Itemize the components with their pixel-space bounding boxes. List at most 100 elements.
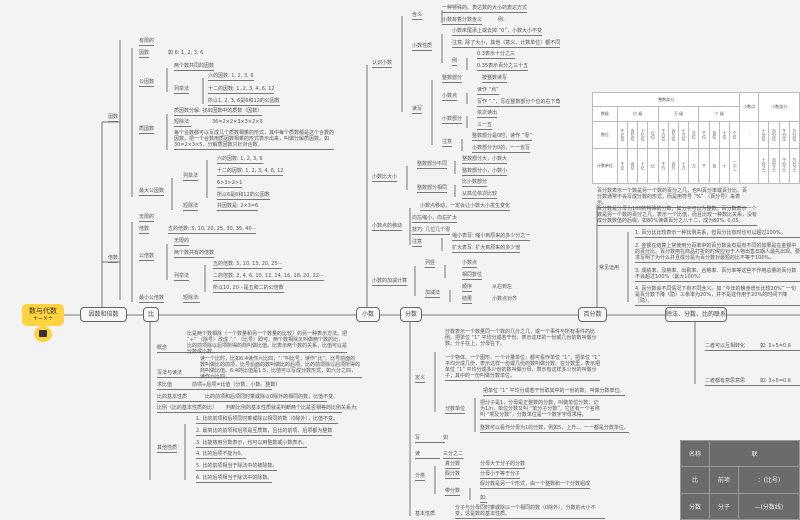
place-cell: 百分之一 (768, 147, 780, 185)
improper-def: 分母小于等于分子 (480, 471, 521, 479)
fraction-intro: 分数表示一个数量同一个数的几分之几，或一个事件与所有事件的比例。把单位 “1” … (445, 329, 597, 347)
ratio-concept-label: 概念 (157, 345, 347, 353)
fraction-unit-label: 分数单位 (445, 406, 466, 414)
place-cell: 十位 (718, 120, 731, 149)
place-cell: 一(个) (729, 147, 741, 185)
class-cell: 个 级 (698, 106, 741, 122)
node-fraction[interactable]: 分数 (400, 307, 422, 322)
place-cell: 千万位 (657, 120, 669, 149)
cell: 比 (680, 466, 710, 494)
note-label: 注意 (442, 139, 453, 147)
place-cell: 千 (698, 147, 710, 185)
node-relation[interactable]: 除法、分数、比的联系 (665, 307, 727, 322)
ratio-other-item: 4. 比的后项不能为0。 (196, 451, 246, 459)
prime-factor-label: 质因数 (139, 126, 155, 134)
ratio-property-label: 比的基本性质 (157, 394, 327, 402)
place-cell: 万分位 (788, 120, 800, 149)
decimal-nature-label: 小数性质 (412, 43, 433, 51)
prime-text: 每个合数都可以写成几个质数相乘的形式，其中每个质数都是这个合数的因数。把一个合数… (174, 130, 335, 150)
cell: ：(比号) (737, 466, 800, 494)
place-cell: 万位 (688, 120, 700, 149)
int-part-header: 整数部分 (591, 91, 741, 108)
percent-usage-item: 1. 百分比比较表示一种比例关系，但百分比有时也可以超过100%。 (635, 230, 800, 238)
cell: 分数 (680, 492, 710, 520)
prime-split: 质因数分解: 找出因数中的质数（因数） (174, 108, 263, 116)
fraction-def-label: 定义 (415, 375, 426, 383)
common-factor-label: 公因数 (139, 79, 155, 87)
calc-result-value: 小数点对齐 (492, 296, 518, 302)
factors-label: 因数 (108, 114, 119, 122)
fraction-basic-label: 基本性质 (415, 511, 436, 517)
place-cell: 十亿位 (637, 120, 649, 149)
class-cell: 数级 (592, 106, 618, 122)
relation-header: 联 (708, 439, 800, 468)
cmp-d1: 整数部分大，小数大 (462, 156, 508, 164)
node-factors-multiples[interactable]: 因数和倍数 (80, 307, 127, 322)
decimal-eg-1: 0.3表示十分之三 (477, 51, 515, 59)
fraction-write-eg: 如 (443, 435, 449, 441)
move-5: 扩大表写: 扩大到原来的多少倍 (452, 245, 521, 253)
ratio-other-item: 6. 比的后项相当于除法中的除数。 (196, 475, 273, 483)
ratio-value-label: 求比值 (157, 382, 272, 390)
place-cell: 十亿 (637, 147, 649, 185)
relation-table: 名称联 比前项：(比号) 分数分子—(分数线) (680, 439, 800, 520)
note-1: 整数部分是0时，读作 “零” (472, 133, 532, 141)
infinite-label: 无限的 (139, 214, 155, 222)
place-cell: 百万位 (667, 120, 680, 149)
class-cell: 万 级 (657, 106, 700, 122)
lcm-label: 最小公倍数 (139, 295, 165, 303)
calculator-icon (34, 326, 52, 342)
ratio-other-item: 2. 最简比的前项和后项是互质数，且比的前项、后项都为整数 (196, 428, 333, 436)
ratio-property-text: 比的前项和后项同时乘或除以0除外的相同的数，比值不变。 (205, 394, 339, 400)
node-ratio[interactable]: 比 (143, 307, 159, 322)
root-title: 数与代数 (29, 307, 57, 315)
int-same-label: 整数部分相同 (417, 185, 448, 193)
place-cell: 百亿位 (626, 120, 639, 149)
decimal-nature-1: 小数末尾添上或去掉 “0”，小数大小不变 (452, 28, 542, 36)
place-cell: 个位 (729, 120, 741, 149)
multiple-example: 五的倍数: 5, 10, 20, 25, 30, 35, 40··· (168, 226, 257, 234)
place-cell: 千亿位 (616, 120, 628, 149)
ratio-other-item: 5. 比的前项相当于除法中的被除数。 (196, 463, 278, 471)
five-multiples: 五的倍数: 5, 10, 15, 20, 25··· (213, 261, 283, 269)
multiples-label: 倍数 (108, 255, 119, 263)
calc-order: 顺序 (462, 284, 473, 292)
gcd-list-label: 列举法 (183, 173, 199, 181)
decimal-move-label: 小数点的移动 (372, 223, 403, 231)
int-part-rule: 按整数读写 (482, 75, 508, 83)
place-cell: 十万位 (677, 120, 690, 149)
row-header: 计数单位 (592, 147, 618, 185)
relation-1: 二者可以互相转化 (705, 343, 800, 351)
node-decimal[interactable]: 小数 (356, 307, 380, 322)
row-header: 数位 (592, 120, 618, 149)
cmp-d2: 整数部分小，小数小 (462, 168, 508, 176)
calc-column: 列竖 (425, 260, 436, 268)
multiple-label: 倍数 (139, 226, 150, 234)
note-2: 小数部分为0的，一一省写 (472, 145, 531, 153)
decimal-rw-label: 读写 (412, 106, 423, 114)
place-cell: 百 (708, 147, 720, 185)
root-node[interactable]: 数与代数 +−×÷ (22, 304, 64, 326)
fraction-class-label: 分类 (415, 473, 426, 481)
gcd-twelve: 十二的因数: 1, 2, 3, 4, 6, 12 (217, 168, 284, 176)
int-part-label: 整数部分 (442, 75, 463, 83)
move-1: 向左缩小，向右扩大 (412, 215, 458, 223)
frac-part-read: 依次读出 (477, 110, 498, 118)
proper-def: 分母大于分子的分数 (480, 461, 526, 469)
fraction-unit-3: 整数可以看作分母为1的分数，例如5，上升、、一一都是分数单位。 (480, 425, 629, 433)
cm-def: 两个数共有的倍数 (174, 250, 215, 258)
decimal-know-label: 认识小数 (372, 60, 393, 68)
percent-usage-item: 3. 成绩率、及格率、出勤率、合格率、百分率等这些不作用总量的百分数不会超过10… (635, 268, 800, 282)
gcd-short-result: 共因数是: 2×3=6 (217, 203, 259, 211)
ratio-other-item: 1. 比的前项和后项同时乘或除以相同的数（0除外），比值不变。 (196, 416, 339, 424)
gcd-result: 所以6是6和12的公因数 (217, 192, 270, 200)
mixed-def: 假分数是另一个形式，由一个整数和一个分数组成 (480, 481, 591, 489)
node-percent[interactable]: 百分数 (578, 307, 607, 322)
ratio-write-label: 写法与读法 (157, 370, 362, 378)
fraction-unit-2: 把分子是1，分母是正整数的分数，叫做单位分数，记为1/n，单位分数又叫 “单分子… (480, 400, 600, 420)
common-factor-def: 两个数共同的因数 (174, 63, 215, 71)
percent-usage-item: 2. 金额在结算上常使用分百率中的百分数会有是有不同的如果是在金额中的百分比。百… (635, 243, 800, 263)
proportion-text: 判断比例的基本性质就是判断两个比是否相等的比例关系为: (226, 405, 358, 411)
place-cell: 万分之一 (788, 147, 800, 185)
point-read: 读作 “点” (477, 87, 499, 95)
